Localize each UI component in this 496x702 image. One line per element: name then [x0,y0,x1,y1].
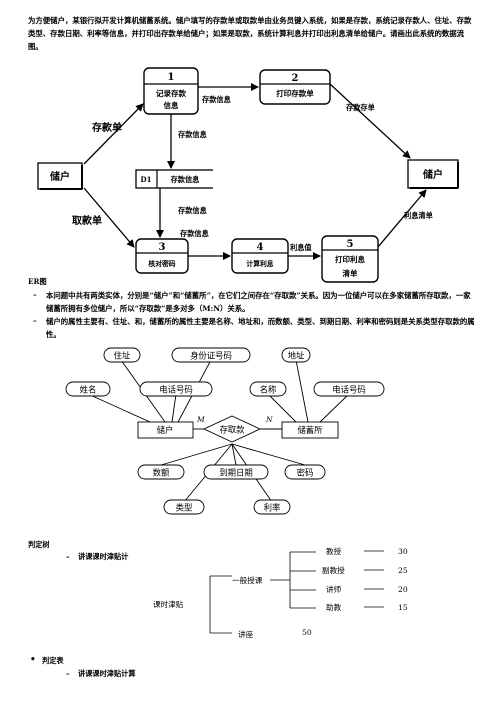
er-attr-rate: 利率 [264,503,281,513]
external-entity-depositor-right: 储户 [407,159,459,189]
process-5: 5 打印利息 清单 [321,235,379,283]
intro-paragraph: 为方便储户，某银行拟开发计算机储蓄系统。储户填写的存款单或取款单由业务员键入系统… [28,16,472,51]
tree-leaf-1-value: 25 [398,566,408,575]
er-attr-title: 名称 [260,385,277,395]
er-entity-branch: 储蓄所 [297,425,323,435]
flow-deposit-slip-label: 存款单 [92,121,122,134]
process-3-label: 核对密码 [148,259,175,268]
entity-depositor-box [137,421,194,439]
tree-bullet: – [66,552,70,561]
flow-deposit-slip-arrow [83,103,144,165]
tree-leaf-3-value: 15 [398,603,408,612]
er-attr-amount: 数额 [153,468,170,478]
tree-branch-general: 一般授课 [232,575,263,585]
process-2-number: 2 [292,73,299,84]
er-attr-phone2: 电话号码 [332,385,366,395]
flow-p5-out-arrow [377,189,427,248]
flow-p2-out-label: 存款存单 [346,103,375,112]
flow-withdraw-slip-label: 取款单 [72,214,102,227]
data-store-label: 存款信息 [171,175,200,184]
tree-leaf-0-value: 30 [398,547,408,556]
er-attr-address1: 住址 [114,351,131,361]
process-4-number: 4 [257,242,264,253]
flow-p1-p2-label: 存款信息 [202,95,231,104]
tree-subtitle: 讲课课时津贴计 [78,552,129,561]
relationship-diamond [202,415,262,443]
er-paragraph-1: 本问题中共有两类实体，分别是“储户”和“储蓄所”，在它们之间存在“存取款”关系。… [46,291,471,313]
process-2-label: 打印存款单 [276,88,314,98]
er-attr-due-date: 到期日期 [219,468,253,478]
external-entity-depositor-left: 储户 [37,162,83,190]
flow-p4-p5-label: 利息值 [289,243,312,252]
er-attr-password: 密码 [297,468,314,478]
entity-branch-box [281,421,339,439]
process-5-number: 5 [347,239,354,250]
process-4-label: 计算利息 [246,259,273,268]
process-2: 2 打印存款单 [259,69,331,105]
data-store-id: D1 [141,175,152,184]
table-bullet: • [30,655,36,665]
process-3: 3 核对密码 [135,238,189,274]
er-heading: ER图 [28,277,47,286]
er-bullet-2: – [33,316,37,325]
external-entity-left-label: 储户 [49,170,70,183]
er-attr-address2: 地址 [288,351,305,361]
table-bullet-dash: – [66,669,70,678]
flow-store-p3-label: 存款信息 [178,206,207,215]
tree-leaf-0-label: 教授 [326,546,342,556]
decision-tree: 课时津贴 一般授课 讲座 50 教授 副教授 讲师 助教 30 25 20 15 [153,546,408,639]
tree-leaf-2-label: 讲师 [326,584,342,594]
process-1-number: 1 [168,72,175,83]
er-entity-depositor: 储户 [157,425,174,435]
tree-leaf-3-label: 助教 [326,602,342,612]
er-cardinality-m: M [196,415,205,424]
flow-withdraw-slip-arrow [83,187,135,248]
tree-lecture-value: 50 [302,628,312,637]
process-5-label-line1: 打印利息 [335,254,365,264]
er-attr-type: 类型 [176,503,193,513]
tree-branch-lecture: 讲座 [238,629,254,639]
er-diagram: 住址 身份证号码 姓名 电话号码 地址 名称 电话号码 数额 到期日期 密码 类… [65,347,385,515]
process-3-number: 3 [159,242,166,253]
tree-leaf-1-label: 副教授 [322,565,345,575]
tree-heading: 判定树 [28,540,50,549]
flow-p1-store-label: 存款信息 [178,130,207,139]
er-attr-id: 身份证号码 [190,351,232,361]
tree-leaf-2-value: 20 [398,585,408,594]
er-paragraph-2: 储户的属性主要有、住址、和，储蓄所的属性主要是名称、地址和，而数额、类型、到期日… [46,317,475,339]
table-heading: 判定表 [42,656,64,665]
data-store-d1: D1 存款信息 [135,169,219,189]
flow-p2-out-arrow [329,83,411,159]
external-entity-right-label: 储户 [422,168,443,181]
process-5-label-line2: 清单 [343,268,358,278]
process-1-label-line2: 信息 [164,100,179,110]
flow-p5-out-label: 利息清单 [403,211,433,220]
tree-root: 课时津贴 [153,599,184,609]
table-subtitle: 讲课课时津贴计算 [78,669,136,678]
er-attr-name: 姓名 [80,385,97,395]
process-4: 4 计算利息 [231,238,289,274]
er-cardinality-n: N [265,415,273,424]
process-1: 1 记录存款 信息 [143,67,199,115]
er-bullet-1: – [33,290,37,299]
flow-p3-p4-label: 存款信息 [180,229,209,238]
er-attr-phone1: 电话号码 [159,385,193,395]
process-1-label-line1: 记录存款 [156,88,186,98]
data-flow-diagram: 1 记录存款 信息 2 打印存款单 3 核对密码 4 计算利息 [37,67,459,283]
er-relationship-label: 存取款 [219,425,245,435]
